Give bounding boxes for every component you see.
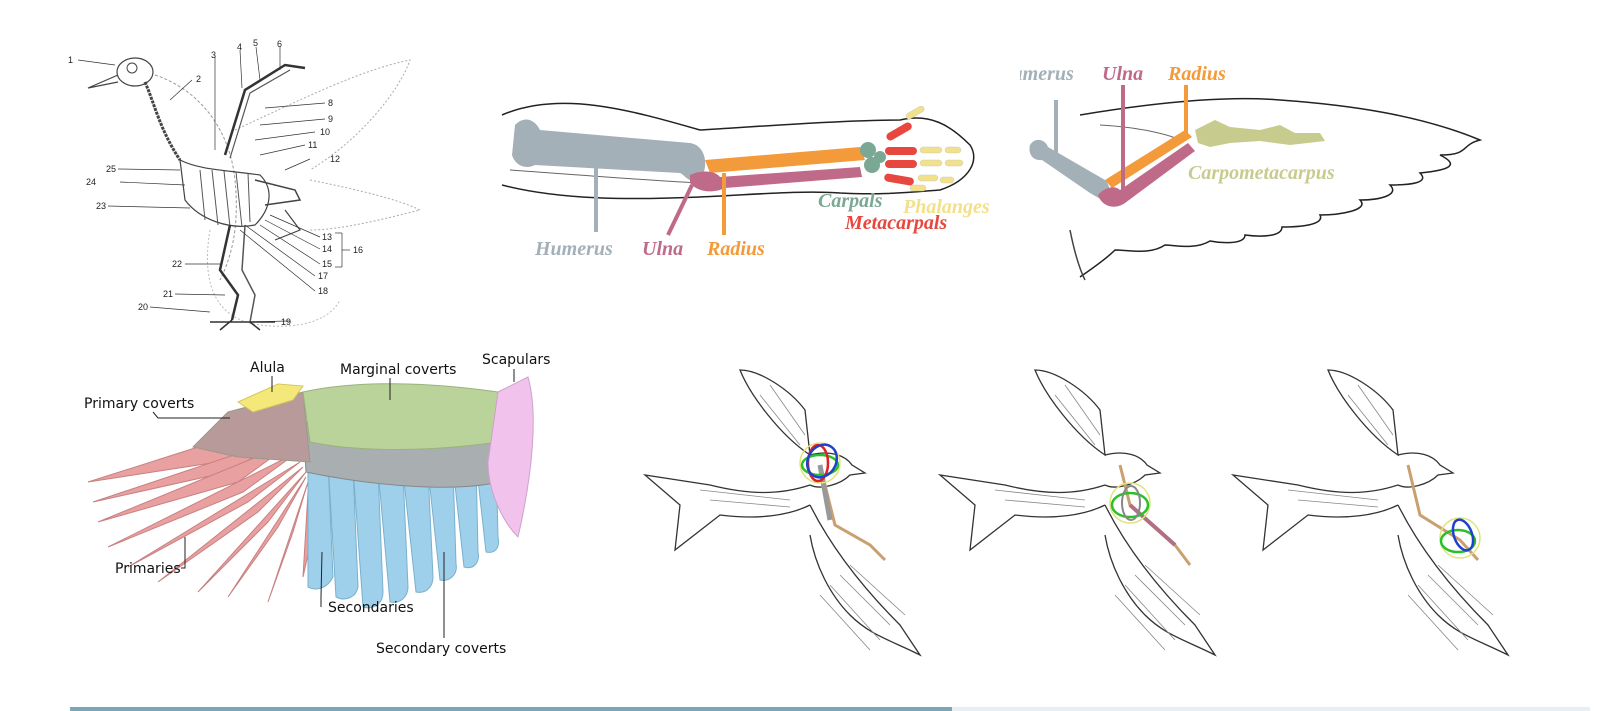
marginal-coverts-feathers — [302, 383, 499, 450]
humerus-bone — [512, 119, 706, 182]
skeleton-num-20: 20 — [138, 302, 148, 312]
secondaries-feathers — [307, 451, 499, 609]
kite-sketch-elbow — [935, 355, 1235, 685]
scapulars-feathers — [487, 376, 534, 538]
wing-label-radius: Radius — [1167, 63, 1226, 85]
skeleton-num-14: 14 — [322, 244, 332, 254]
radius-bone — [705, 147, 865, 173]
skeleton-num-3: 3 — [211, 50, 216, 60]
wing-radius-bone — [1105, 130, 1192, 188]
feather-label-primaries: Primaries — [115, 561, 181, 577]
skeleton-num-10: 10 — [320, 127, 330, 137]
skeleton-num-1: 1 — [68, 55, 73, 65]
skeleton-num-23: 23 — [96, 201, 106, 211]
skeleton-num-17: 17 — [318, 271, 328, 281]
skeleton-num-24: 24 — [86, 177, 96, 187]
arm-label-metacarpals: Metacarpals — [844, 212, 947, 234]
feather-label-secondaries: Secondaries — [328, 600, 414, 616]
wing-ulna-bone — [1098, 143, 1195, 207]
skeleton-diagram: 1 2 3 4 5 6 8 9 10 11 12 13 14 15 16 17 … — [60, 30, 440, 345]
wing-humerus-bone — [1029, 139, 1110, 200]
skeleton-num-13: 13 — [322, 232, 332, 242]
phalange-bones — [905, 105, 964, 192]
kite-sketch-shoulder — [640, 355, 940, 685]
arm-label-ulna: Ulna — [642, 238, 683, 260]
wing-label-humerus: Humerus — [1020, 63, 1074, 85]
skeleton-num-8: 8 — [328, 98, 333, 108]
kite-sketch-wrist — [1228, 355, 1528, 685]
arm-label-radius: Radius — [706, 238, 765, 260]
ulna-bone — [690, 167, 862, 192]
arm-label-humerus: Humerus — [534, 238, 613, 260]
feather-groups-diagram: Alula Marginal coverts Scapulars Primary… — [78, 352, 578, 682]
progress-bar-fill — [70, 707, 952, 711]
skeleton-num-9: 9 — [328, 114, 333, 124]
metacarpal-bones — [884, 122, 917, 186]
feather-label-secondary-coverts: Secondary coverts — [376, 641, 506, 657]
skeleton-num-4: 4 — [237, 42, 242, 52]
arm-label-phalanges: Phalanges — [902, 196, 990, 218]
skeleton-num-22: 22 — [172, 259, 182, 269]
skeleton-num-12: 12 — [330, 154, 340, 164]
skeleton-num-19: 19 — [281, 317, 291, 327]
feather-label-marginal-coverts: Marginal coverts — [340, 362, 456, 378]
skeleton-num-16: 16 — [353, 245, 363, 255]
skeleton-num-6: 6 — [277, 39, 282, 49]
skeleton-num-15: 15 — [322, 259, 332, 269]
feather-label-primary-coverts: Primary coverts — [84, 396, 194, 412]
feather-label-scapulars: Scapulars — [482, 352, 550, 368]
carpometacarpus-bone — [1195, 120, 1325, 147]
wing-label-carpometacarpus: Carpometacarpus — [1188, 162, 1335, 184]
skeleton-num-5: 5 — [253, 38, 258, 48]
bird-wing-bone-diagram: Humerus Ulna Radius Carpometacarpus — [1020, 55, 1540, 295]
skeleton-num-21: 21 — [163, 289, 173, 299]
skeleton-num-11: 11 — [308, 140, 317, 150]
primaries-feathers — [87, 431, 314, 603]
skeleton-num-18: 18 — [318, 286, 328, 296]
wing-label-ulna: Ulna — [1102, 63, 1143, 85]
alula-feathers — [236, 383, 304, 413]
progress-bar — [70, 707, 1590, 711]
human-arm-diagram: Humerus Ulna Radius Carpals Phalanges Me… — [500, 85, 1010, 270]
feather-label-alula: Alula — [250, 360, 285, 376]
carpal-bones — [860, 142, 886, 173]
skeleton-num-25: 25 — [106, 164, 116, 174]
skeleton-num-2: 2 — [196, 74, 201, 84]
arm-label-carpals: Carpals — [818, 190, 883, 212]
